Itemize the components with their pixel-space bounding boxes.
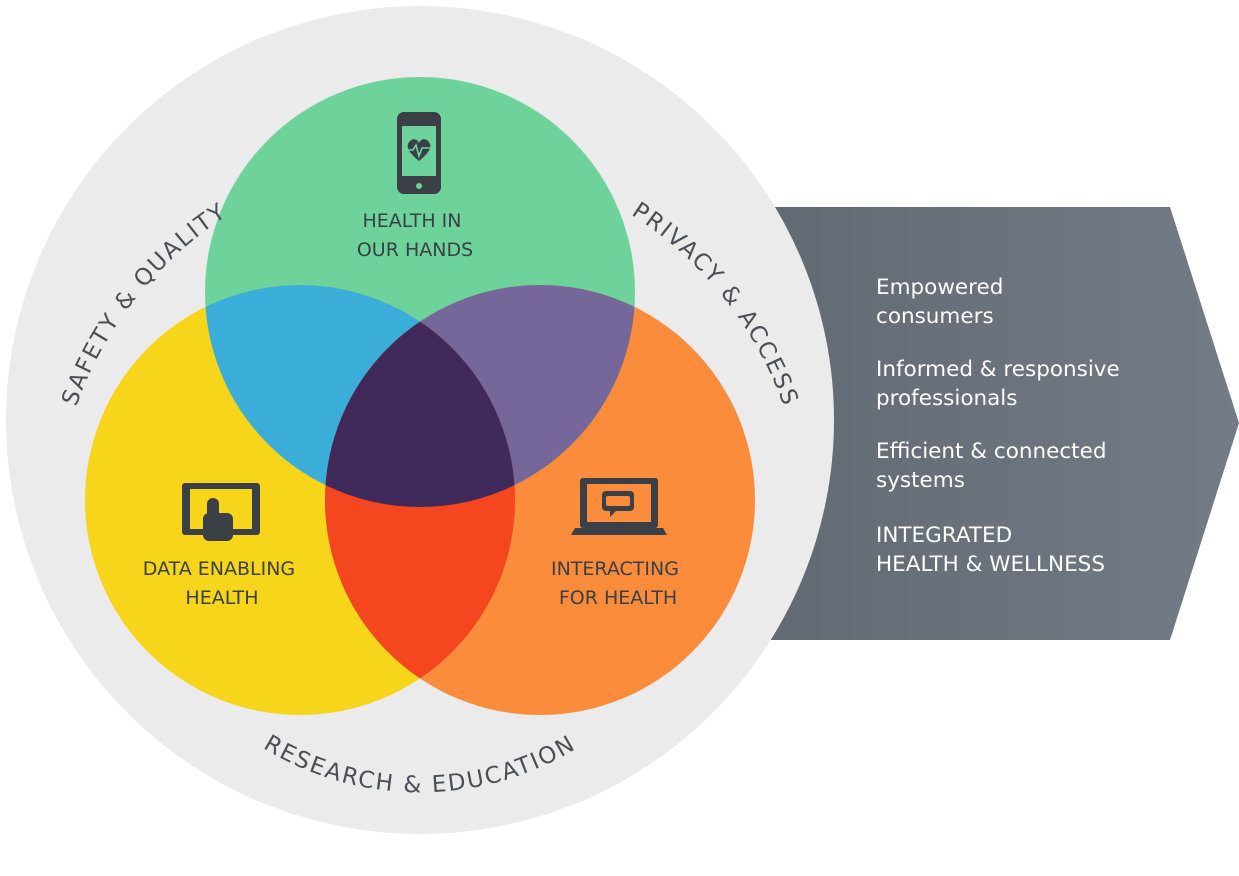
outcome-efficient-systems: Efficient & connected systems bbox=[876, 439, 1113, 493]
outcome-integrated-health: INTEGRATED HEALTH & WELLNESS bbox=[876, 523, 1105, 577]
smartphone-heart-icon bbox=[397, 112, 441, 194]
label-health-in-our-hands: HEALTH IN OUR HANDS bbox=[357, 210, 473, 261]
outcome-list: Empowered consumers Informed & responsiv… bbox=[876, 275, 1127, 577]
outcome-empowered-consumers: Empowered consumers bbox=[876, 275, 1010, 329]
label-data-enabling-health: DATA ENABLING HEALTH bbox=[143, 558, 301, 609]
laptop-chat-icon bbox=[571, 478, 667, 535]
outcome-informed-professionals: Informed & responsive professionals bbox=[876, 357, 1127, 411]
outcome-arrow bbox=[700, 207, 1239, 640]
tablet-touch-icon bbox=[182, 483, 260, 541]
overlap-center bbox=[325, 285, 515, 507]
label-interacting-for-health: INTERACTING FOR HEALTH bbox=[551, 558, 685, 609]
